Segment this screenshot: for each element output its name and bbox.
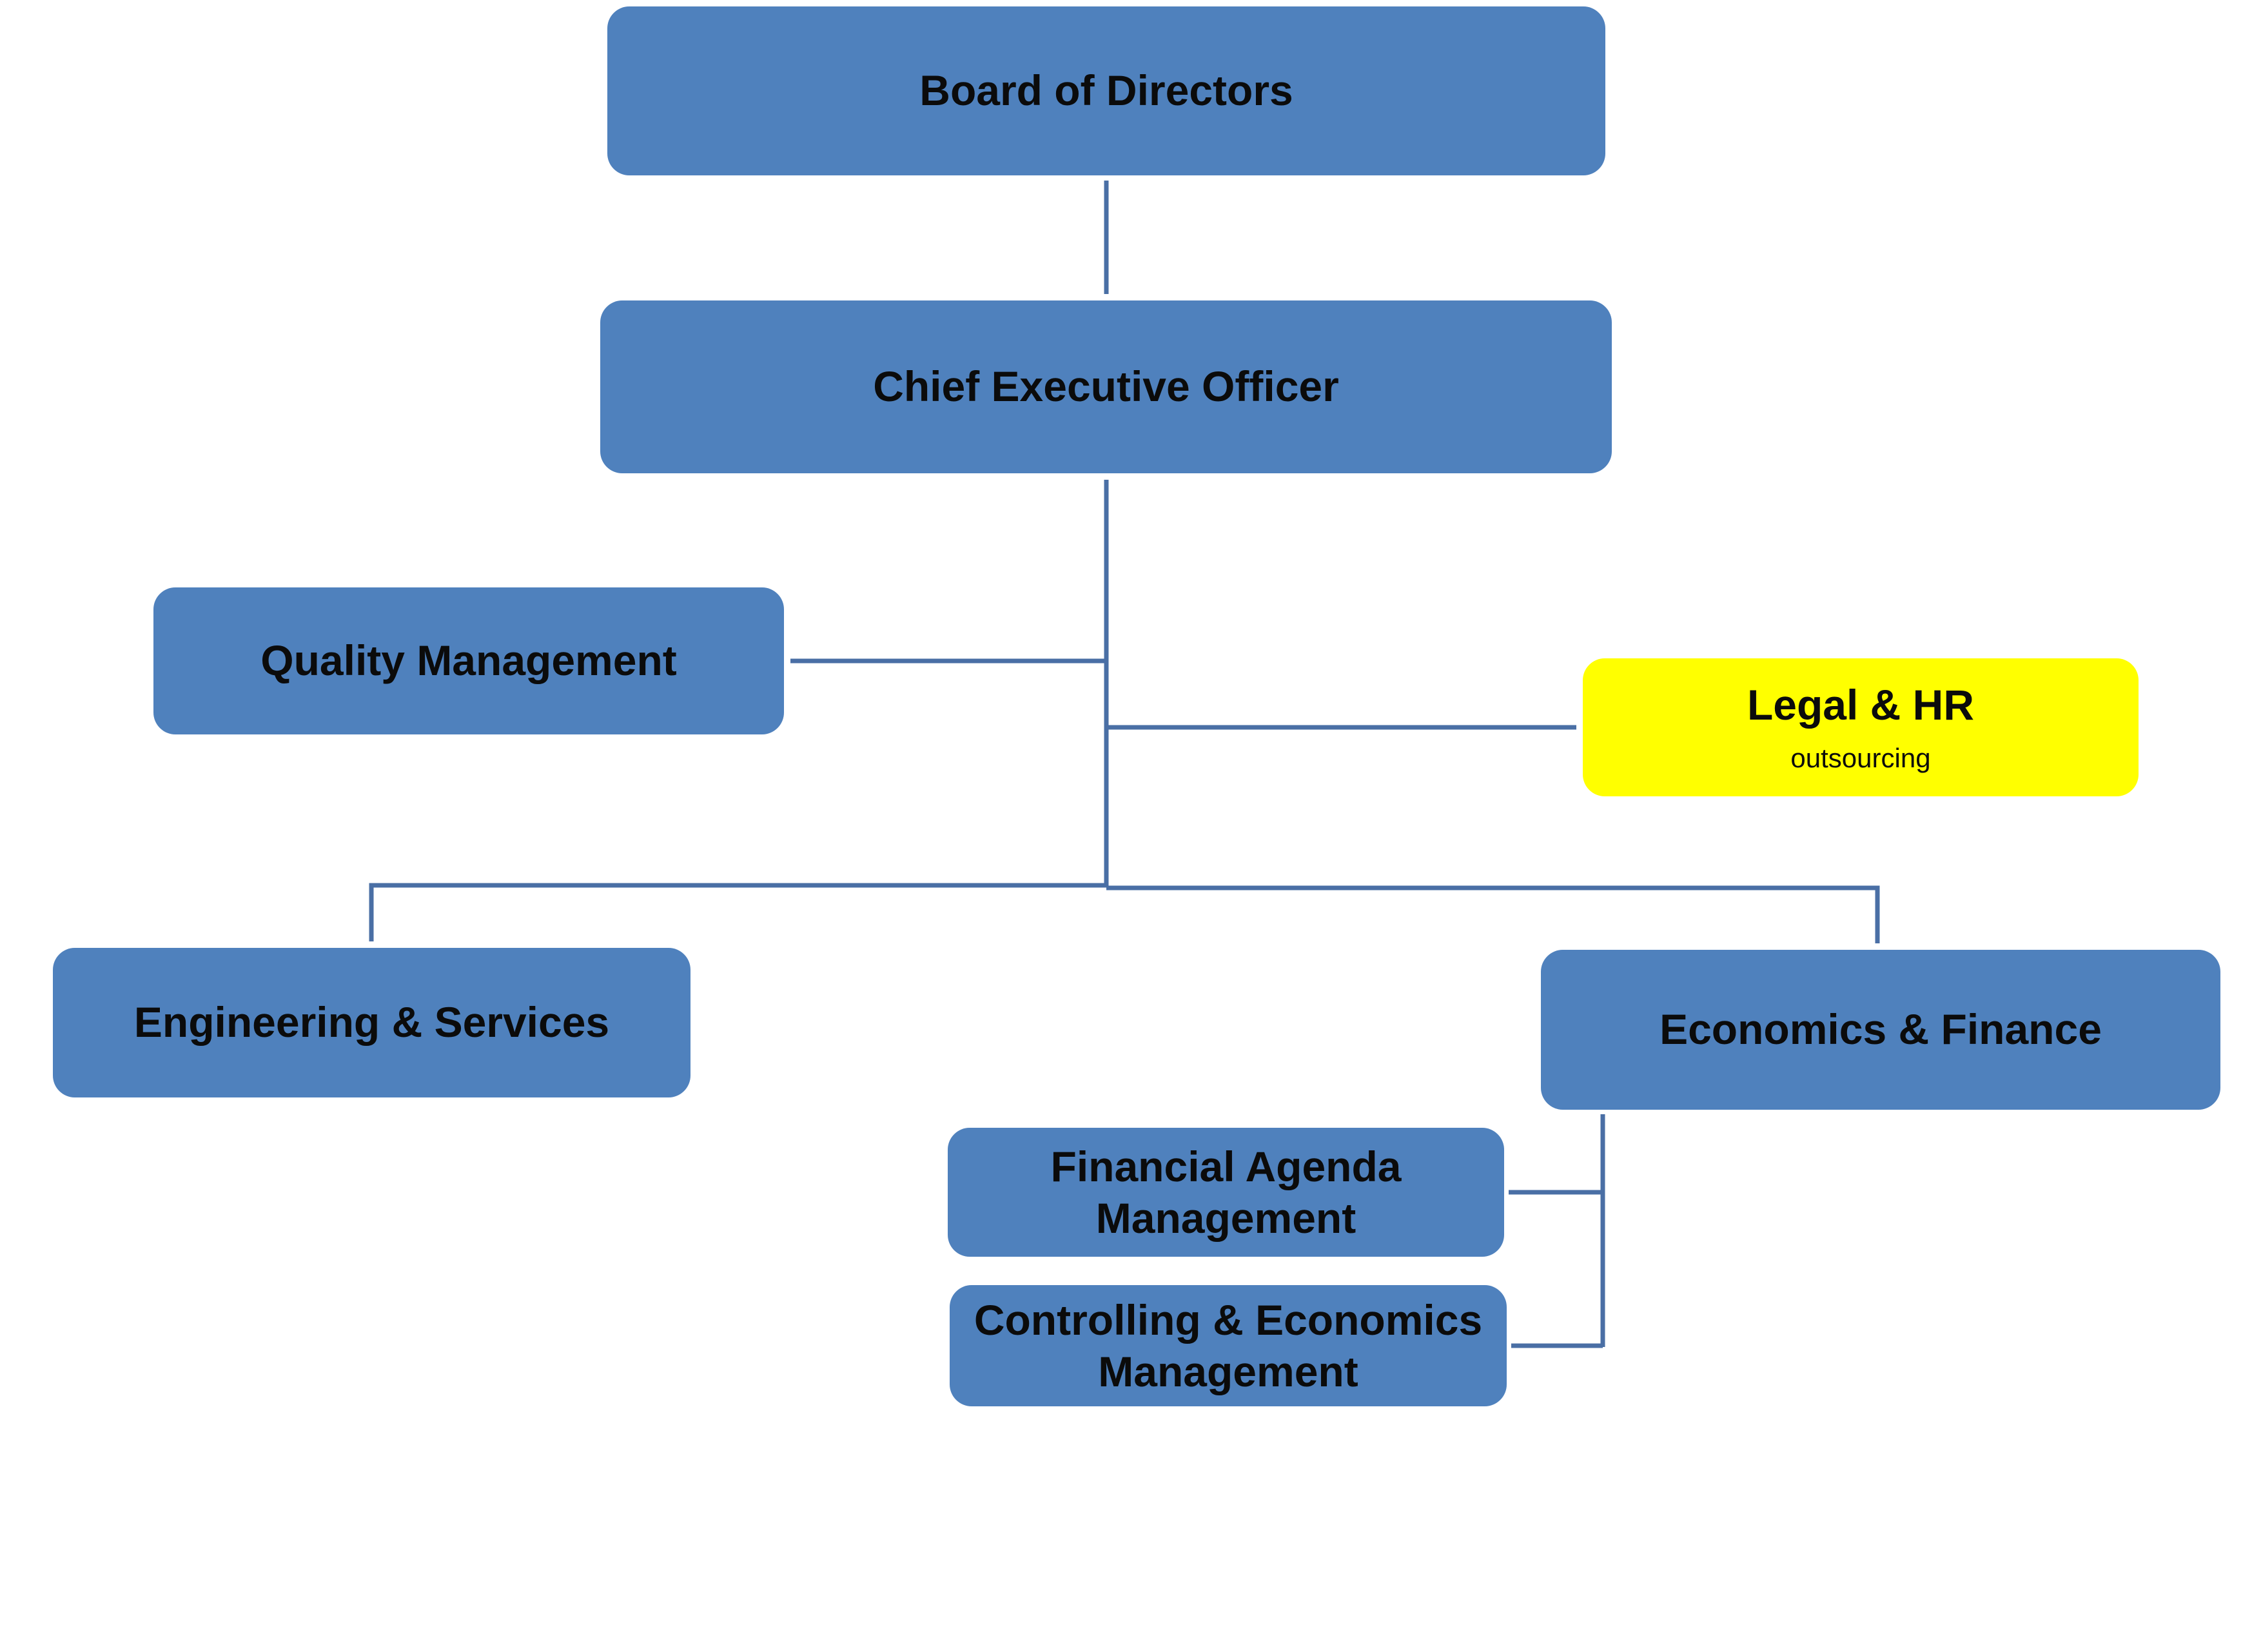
legal-hr-note: outsourcing — [1790, 743, 1931, 774]
economics-finance-label: Economics & Finance — [1660, 1005, 2102, 1054]
legal-hr-box: Legal & HR outsourcing — [1583, 658, 2139, 796]
economics-finance-box: Economics & Finance — [1541, 950, 2220, 1110]
engineering-services-label: Engineering & Services — [133, 998, 610, 1047]
legal-hr-label: Legal & HR — [1747, 681, 1975, 729]
financial-agenda-label-line1: Financial Agenda — [1050, 1143, 1402, 1190]
engineering-services-box: Engineering & Services — [53, 948, 690, 1097]
board-of-directors-box: Board of Directors — [607, 6, 1605, 175]
connector-ceo-engineering — [369, 883, 1106, 941]
connector-ceo-economics — [1106, 885, 1880, 943]
controlling-label-line2: Management — [1098, 1348, 1358, 1395]
controlling-label-line1: Controlling & Economics — [974, 1296, 1483, 1344]
chief-executive-officer-box: Chief Executive Officer — [600, 300, 1612, 473]
financial-agenda-label-line2: Management — [1095, 1194, 1356, 1242]
board-of-directors-label: Board of Directors — [919, 66, 1293, 115]
quality-management-box: Quality Management — [153, 587, 784, 734]
quality-management-label: Quality Management — [260, 636, 677, 685]
chief-executive-officer-label: Chief Executive Officer — [873, 362, 1339, 411]
financial-agenda-management-box: Financial Agenda Management — [948, 1128, 1504, 1257]
controlling-economics-management-box: Controlling & Economics Management — [950, 1285, 1507, 1406]
